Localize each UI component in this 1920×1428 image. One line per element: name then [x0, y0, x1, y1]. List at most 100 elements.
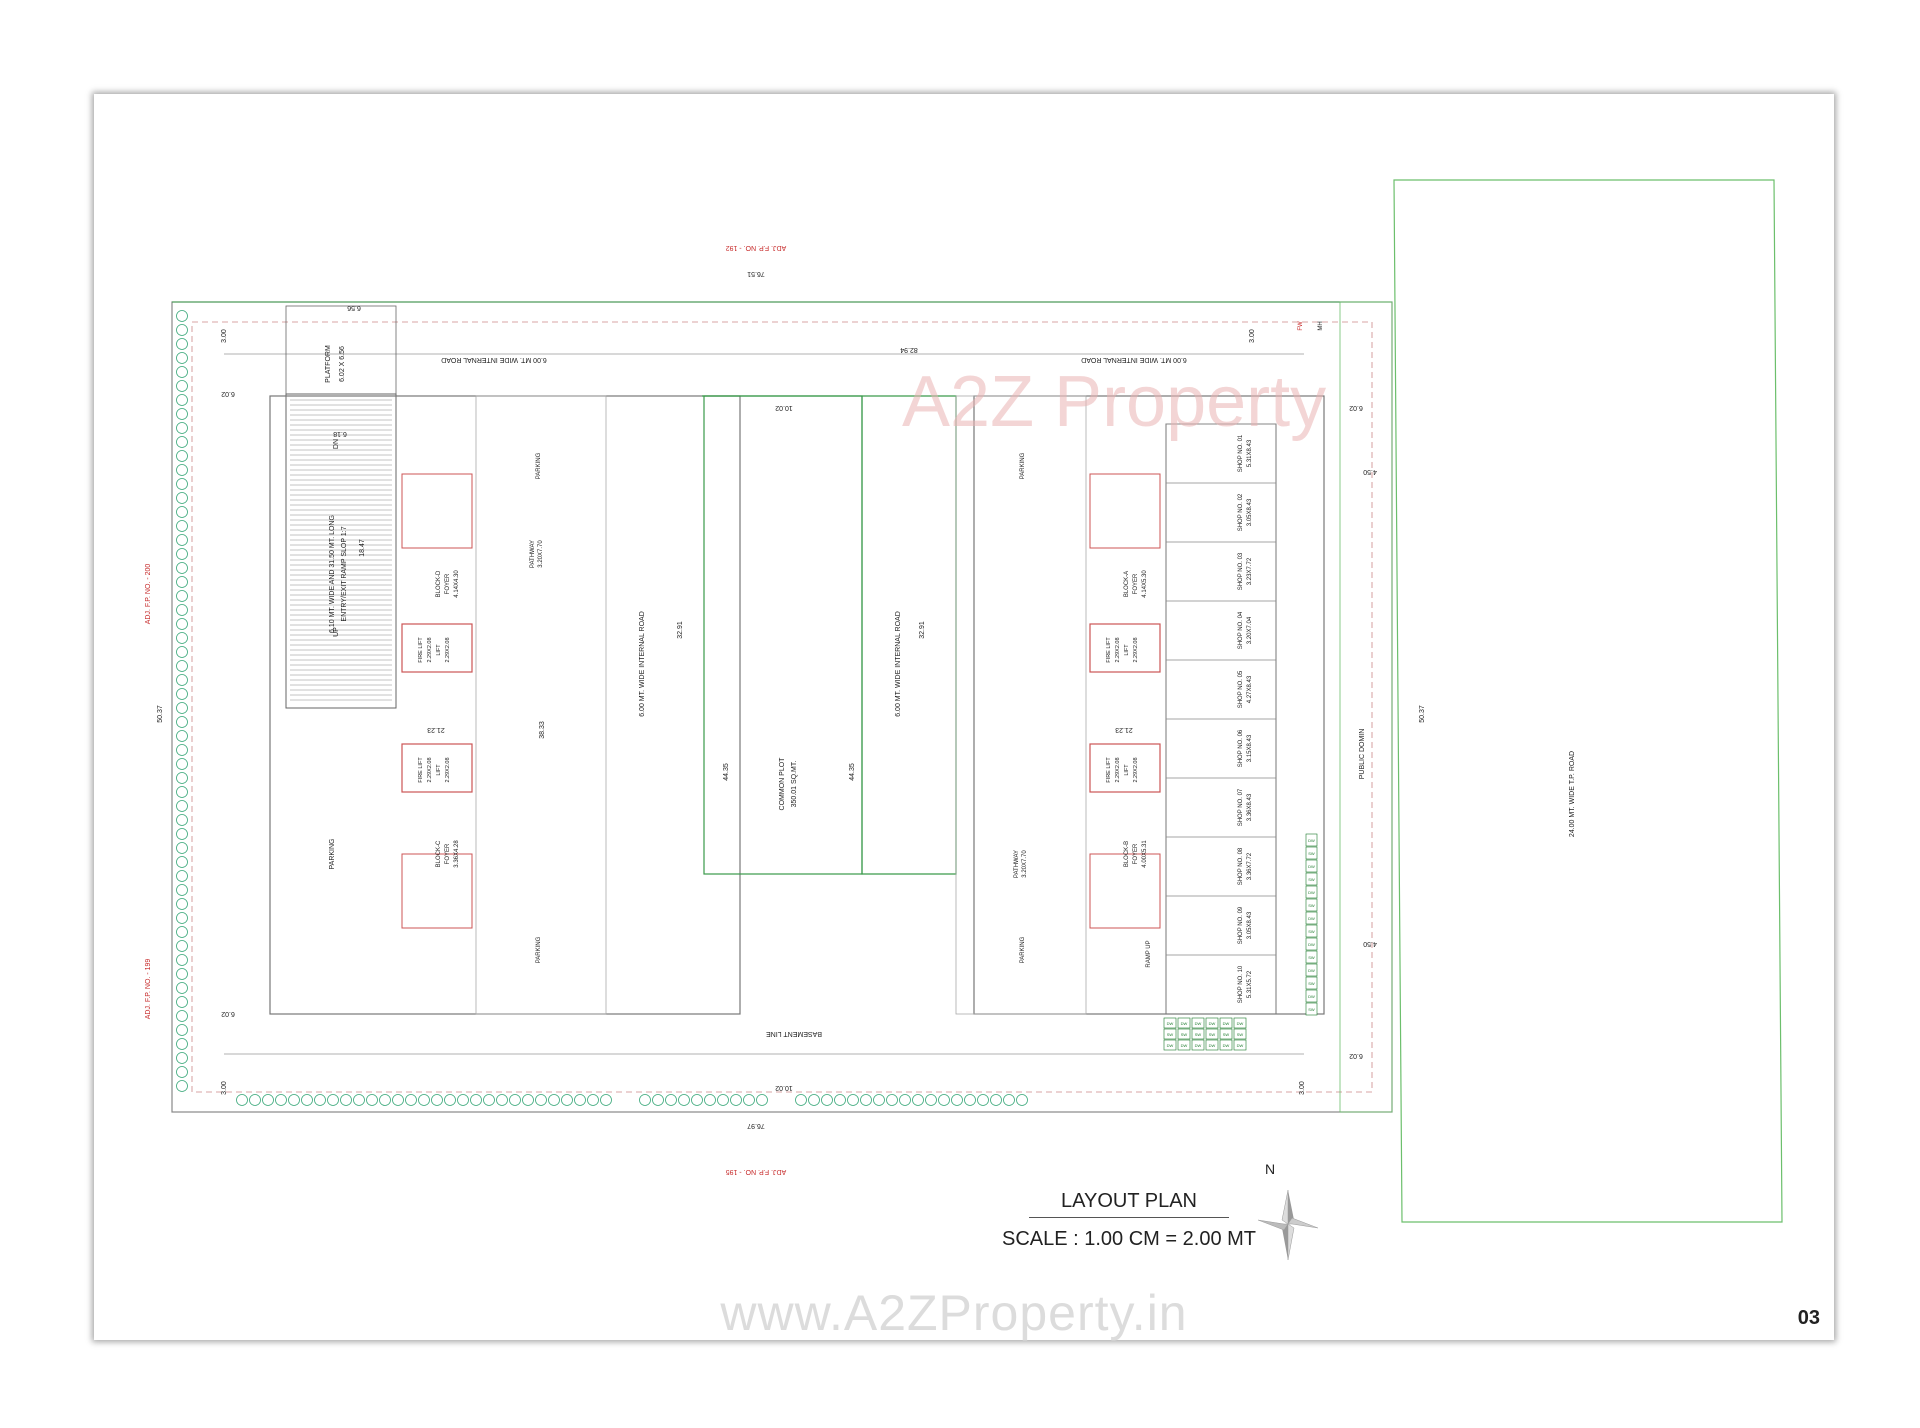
dustbin-box: [1163, 1028, 1177, 1040]
dustbin-label: DW: [1167, 1043, 1174, 1048]
tree-icon: [176, 982, 188, 994]
tree-icon: [176, 1052, 188, 1064]
left-building-outline: [269, 395, 741, 1015]
tree-icon: [808, 1094, 820, 1106]
tree-icon: [652, 1094, 664, 1106]
dim-road-left: 32.91: [677, 621, 684, 639]
tree-icon: [353, 1094, 365, 1106]
shop-dividers: [1166, 423, 1276, 956]
dustbin-box: [1163, 1017, 1177, 1029]
label-platform-size: 6.02 X 6.56: [339, 346, 346, 382]
shop-size: 3.05X8.43: [1247, 498, 1253, 526]
dim-margin-right-top: 6.02: [1349, 404, 1363, 411]
tree-icon: [938, 1094, 950, 1106]
tree-icon: [392, 1094, 404, 1106]
tree-icon: [176, 898, 188, 910]
dustbin-box: [1305, 911, 1318, 925]
dustbin-label: DW: [1308, 864, 1315, 869]
block-label: BLOCK-A: [1124, 571, 1130, 597]
watermark-url: www.A2ZProperty.in: [720, 1285, 1188, 1341]
tree-icon: [176, 450, 188, 462]
dustbin-label: DW: [1195, 1021, 1202, 1026]
dustbin-label: SW: [1167, 1032, 1174, 1037]
tree-icon: [176, 590, 188, 602]
dim-platform-span: 6.56: [347, 304, 361, 311]
tree-icon: [176, 492, 188, 504]
dustbin-box: [1233, 1028, 1247, 1040]
block-label: BLOCK-B: [1124, 841, 1130, 867]
tree-icon: [176, 534, 188, 546]
label-internal-road-left: 6.00 MT. WIDE INTERNAL ROAD: [639, 611, 646, 717]
tree-icon: [176, 646, 188, 658]
tree-icon: [176, 1010, 188, 1022]
tree-icon: [176, 688, 188, 700]
shop-size: 4.27X8.43: [1247, 675, 1253, 703]
tree-icon: [176, 758, 188, 770]
label-pathway-left: PATHWAY: [530, 540, 536, 568]
dustbin-box: [1205, 1039, 1219, 1051]
adjacent-plot-left-lower: ADJ. F.P. NO. - 199: [145, 959, 152, 1020]
tree-icon: [176, 632, 188, 644]
tree-icon: [176, 352, 188, 364]
dustbin-label: DW: [1209, 1021, 1216, 1026]
label-basement-line: BASEMENT LINE: [766, 1030, 822, 1037]
title-block: LAYOUT PLAN SCALE : 1.00 CM = 2.00 MT: [999, 1190, 1259, 1251]
dim-margin-right-bottom: 6.02: [1349, 1052, 1363, 1059]
tree-icon: [756, 1094, 768, 1106]
dustbin-label: DW: [1167, 1021, 1174, 1026]
tree-icon: [176, 464, 188, 476]
dustbin-label: SW: [1308, 929, 1315, 934]
dim-common-right: 44.35: [849, 763, 856, 781]
dustbin-box: [1177, 1017, 1191, 1029]
tp-road-outline: [1393, 179, 1783, 1223]
shop-name: SHOP NO. 08: [1238, 847, 1244, 885]
label-platform: PLATFORM: [325, 345, 332, 383]
tree-icon: [717, 1094, 729, 1106]
tree-icon: [236, 1094, 248, 1106]
block-label: FOYER: [445, 573, 451, 594]
tree-icon: [496, 1094, 508, 1106]
tree-icon: [860, 1094, 872, 1106]
tree-icon: [176, 660, 188, 672]
tree-icon: [176, 562, 188, 574]
right-building-outline: [973, 395, 1325, 1015]
tree-icon: [405, 1094, 417, 1106]
shop-name: SHOP NO. 09: [1238, 906, 1244, 944]
dim-bottom-length: 76.97: [747, 1122, 765, 1129]
tree-icon: [587, 1094, 599, 1106]
dustbin-label: SW: [1308, 877, 1315, 882]
tree-icon: [176, 814, 188, 826]
tree-icon: [691, 1094, 703, 1106]
label-parking-left-large: PARKING: [329, 839, 336, 870]
dim-common-bottom: 10.02: [775, 1084, 793, 1091]
tree-icon: [704, 1094, 716, 1106]
block-label: FOYER: [445, 843, 451, 864]
dustbin-box: [1305, 989, 1318, 1003]
tree-icon: [431, 1094, 443, 1106]
tree-icon: [176, 1038, 188, 1050]
tree-icon: [1016, 1094, 1028, 1106]
dustbin-box: [1305, 950, 1318, 964]
lift-label: FIRE LIFT: [1106, 637, 1112, 663]
tree-icon: [1003, 1094, 1015, 1106]
dim-margin-bottom-left: 3.00: [221, 1081, 228, 1095]
dustbin-label: SW: [1237, 1032, 1244, 1037]
tree-icon: [743, 1094, 755, 1106]
tree-icon: [176, 604, 188, 616]
dim-block-a-b-gap: 21.23: [1115, 726, 1133, 733]
scale-text: SCALE : 1.00 CM = 2.00 MT: [1002, 1228, 1256, 1250]
dustbin-box: [1191, 1017, 1205, 1029]
dustbin-label: DW: [1237, 1043, 1244, 1048]
tree-icon: [176, 800, 188, 812]
tree-icon: [873, 1094, 885, 1106]
tree-icon: [176, 618, 188, 630]
dustbin-box: [1305, 963, 1318, 977]
dustbin-box: [1191, 1039, 1205, 1051]
tree-icon: [176, 730, 188, 742]
lift-label: 2.29X2.08: [1133, 637, 1139, 662]
label-internal-road-top-right: 6.00 MT. WIDE INTERNAL ROAD: [1081, 356, 1187, 363]
dustbin-label: SW: [1308, 903, 1315, 908]
tree-icon: [548, 1094, 560, 1106]
